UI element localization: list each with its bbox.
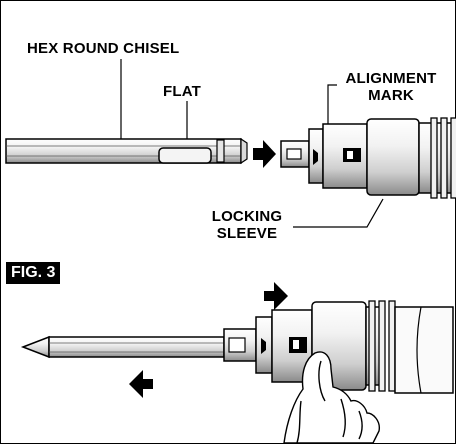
tool-chuck: [280, 117, 456, 199]
locking-sleeve-line2: SLEEVE: [216, 225, 278, 242]
pull-sleeve-arrow: [264, 282, 288, 310]
alignment-mark-label: ALIGNMENT MARK: [331, 70, 451, 104]
flat-label: FLAT: [163, 83, 202, 100]
pointed-chisel: [20, 335, 225, 359]
figure-label: FIG. 3: [6, 262, 61, 284]
alignment-mark-line1: ALIGNMENT: [345, 70, 437, 87]
insert-arrow: [253, 140, 276, 168]
tool-chuck-bottom: [223, 300, 454, 394]
flat-slot: [158, 147, 212, 164]
locking-sleeve-label: LOCKING SLEEVE: [201, 208, 293, 242]
sleeve-leader-line: [293, 198, 384, 228]
hex-round-chisel-label: HEX ROUND CHISEL: [27, 40, 180, 57]
alignment-leader-line: [327, 84, 337, 131]
withdraw-arrow: [129, 370, 153, 398]
hand: [283, 351, 381, 444]
alignment-mark-line2: MARK: [368, 87, 414, 104]
locking-sleeve-line1: LOCKING: [211, 208, 283, 225]
